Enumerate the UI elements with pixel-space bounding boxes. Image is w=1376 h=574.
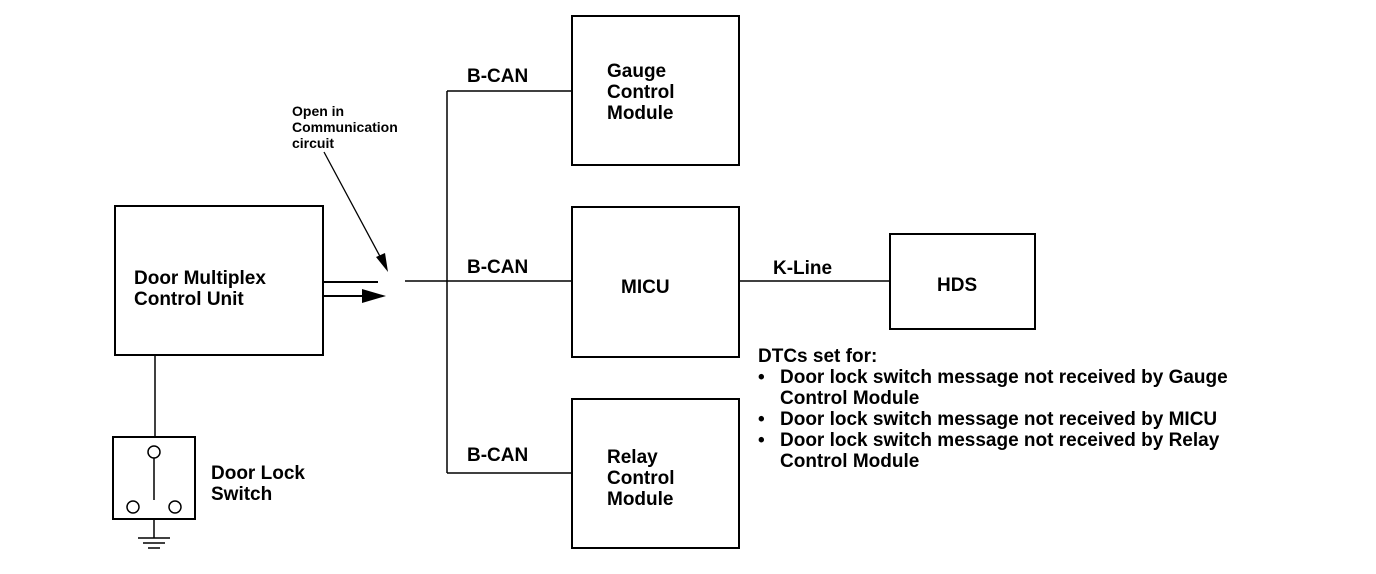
door-lock-switch-box bbox=[112, 436, 196, 520]
bcan-label-bottom: B-CAN bbox=[467, 445, 529, 466]
relay-label-line1: Relay bbox=[607, 447, 658, 468]
micu-label: MICU bbox=[621, 277, 670, 298]
door-lock-switch-label-line2: Switch bbox=[211, 484, 273, 505]
dtc-heading: DTCs set for: bbox=[758, 346, 878, 367]
switch-contact-left bbox=[126, 500, 140, 514]
open-annotation-line3: circuit bbox=[292, 135, 335, 151]
gauge-label-line3: Module bbox=[607, 103, 674, 124]
relay-label-line3: Module bbox=[607, 489, 674, 510]
hds-box bbox=[889, 233, 1036, 330]
door-lock-switch-label-line1: Door Lock bbox=[211, 463, 305, 484]
gauge-control-module-box bbox=[571, 15, 740, 166]
switch-contact-right bbox=[168, 500, 182, 514]
door-multiplex-label-line2: Control Unit bbox=[134, 289, 244, 310]
gauge-label-line1: Gauge bbox=[607, 61, 667, 82]
bcan-label-middle: B-CAN bbox=[467, 257, 529, 278]
bullet-icon: • bbox=[758, 367, 765, 388]
open-circuit-pointer bbox=[323, 151, 384, 263]
dtc-item-gauge: • Door lock switch message not received … bbox=[758, 367, 1228, 409]
dtc-item-gauge-line2: Control Module bbox=[780, 388, 920, 409]
door-multiplex-control-unit-box bbox=[114, 205, 324, 356]
kline-label: K-Line bbox=[773, 258, 833, 279]
dtc-list: DTCs set for: • Door lock switch message… bbox=[758, 346, 1228, 472]
open-annotation-line2: Communication bbox=[292, 119, 398, 135]
micu-box bbox=[571, 206, 740, 358]
signal-arrow-head bbox=[362, 289, 386, 303]
dtc-item-micu: • Door lock switch message not received … bbox=[758, 409, 1228, 430]
dtc-item-relay: • Door lock switch message not received … bbox=[758, 430, 1228, 472]
open-circuit-pointer-head bbox=[376, 253, 388, 272]
bcan-label-top: B-CAN bbox=[467, 66, 529, 87]
bullet-icon: • bbox=[758, 430, 765, 451]
hds-label: HDS bbox=[937, 275, 978, 296]
dtc-item-relay-line2: Control Module bbox=[780, 451, 920, 472]
dtc-item-micu-line1: Door lock switch message not received by… bbox=[780, 409, 1218, 430]
relay-control-module-box bbox=[571, 398, 740, 549]
gauge-label-line2: Control bbox=[607, 82, 675, 103]
dtc-item-relay-line1: Door lock switch message not received by… bbox=[780, 430, 1220, 451]
open-annotation-line1: Open in bbox=[292, 103, 345, 119]
dtc-item-gauge-line1: Door lock switch message not received by… bbox=[780, 367, 1228, 388]
door-multiplex-label-line1: Door Multiplex bbox=[134, 268, 266, 289]
relay-label-line2: Control bbox=[607, 468, 675, 489]
bullet-icon: • bbox=[758, 409, 765, 430]
